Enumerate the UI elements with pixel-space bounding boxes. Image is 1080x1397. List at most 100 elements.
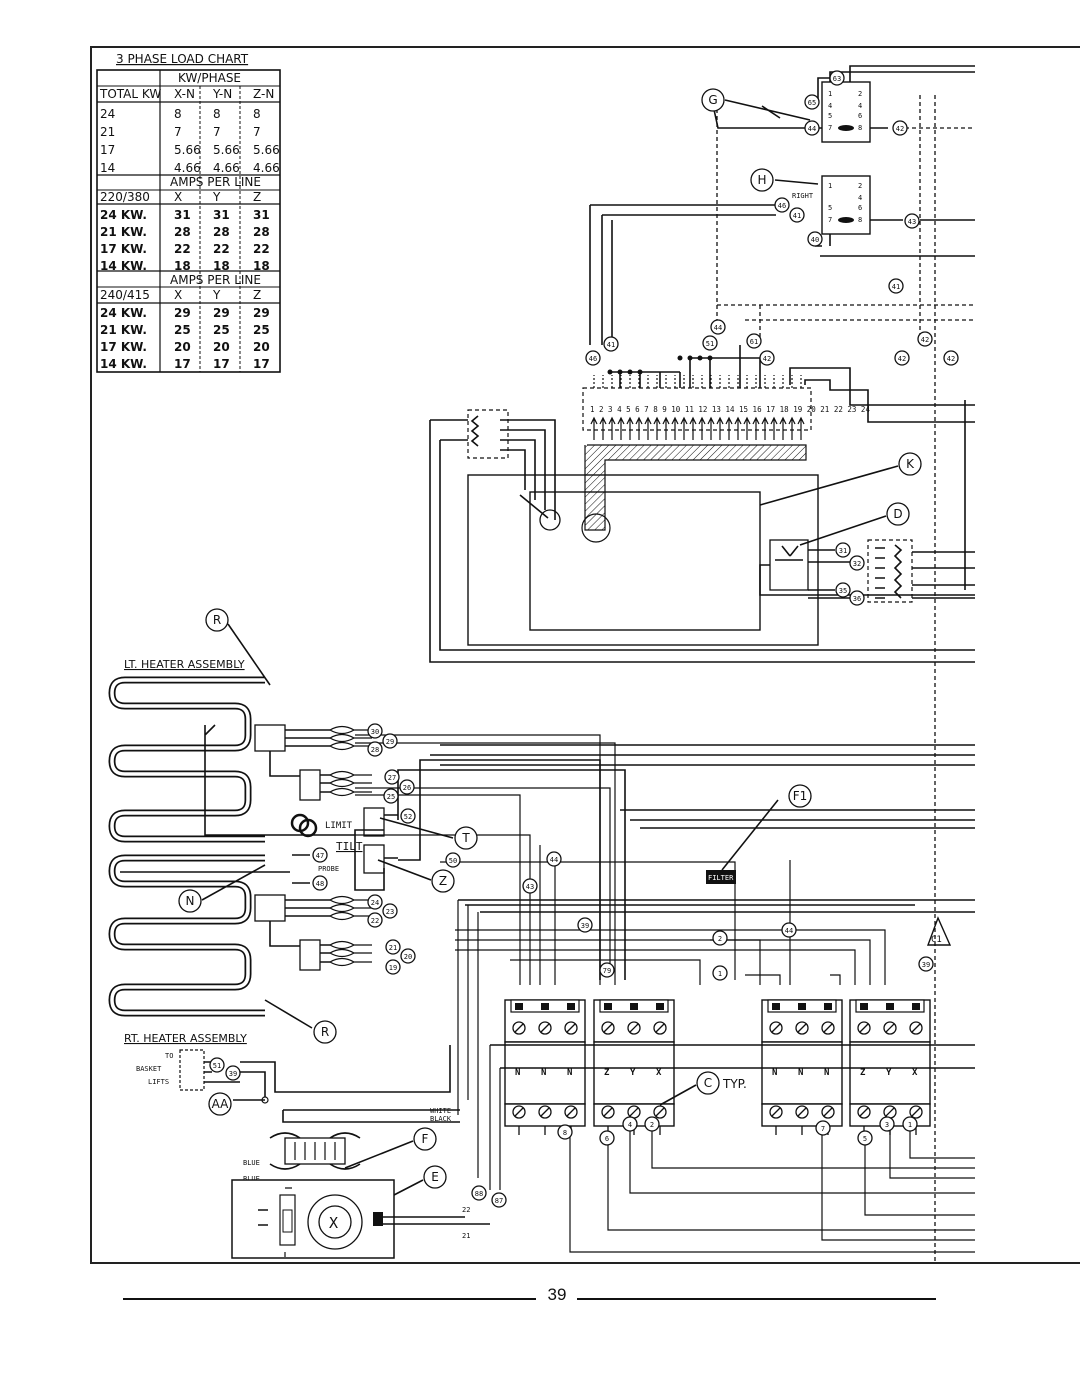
amps-row-1-cell: 31 bbox=[174, 208, 191, 222]
amps-row-1-cell: 28 bbox=[174, 225, 191, 239]
wire-number bbox=[789, 207, 805, 223]
callout-k-text: K bbox=[906, 457, 915, 471]
amps-row-2-cell: 21 KW. bbox=[100, 323, 147, 337]
wire-number bbox=[445, 852, 461, 868]
kw-row-cell: 4.66 bbox=[253, 161, 280, 175]
fuse-link bbox=[329, 940, 372, 950]
wire-number-text: 6 bbox=[605, 1135, 609, 1143]
svg-text:5: 5 bbox=[828, 112, 832, 120]
fuse-link bbox=[329, 911, 372, 921]
amps-row-2-cell: 29 bbox=[253, 306, 270, 320]
filter-label: FILTER bbox=[708, 874, 734, 882]
wire-number-text: 20 bbox=[404, 953, 412, 961]
fuse-link bbox=[329, 787, 372, 797]
screw-slot bbox=[655, 1107, 665, 1117]
callout-f-text: F bbox=[422, 1132, 429, 1146]
wire-number-text: 41 bbox=[607, 341, 615, 349]
callout-k bbox=[898, 452, 922, 476]
voltage-1-header-cell: Z bbox=[253, 190, 261, 204]
wire-number bbox=[522, 878, 538, 894]
tilt-label: TILT bbox=[336, 840, 363, 853]
callout-aa bbox=[208, 1092, 232, 1116]
wire-number-text: 42 bbox=[921, 336, 929, 344]
wire-number-text: 21 bbox=[462, 1232, 470, 1240]
callout-t bbox=[454, 826, 478, 850]
wire-number-text: 79 bbox=[603, 967, 611, 975]
wire-number bbox=[385, 939, 401, 955]
kw-row-cell: 4.66 bbox=[213, 161, 240, 175]
footer-rule-right bbox=[577, 1298, 936, 1300]
wire-number-text: 23 bbox=[386, 908, 394, 916]
footer-rule-left bbox=[123, 1298, 536, 1300]
wire-number-text: 51 bbox=[213, 1062, 221, 1070]
fuse-link bbox=[329, 770, 372, 780]
wire-number bbox=[712, 930, 728, 946]
callout-g-text: G bbox=[708, 93, 717, 107]
callout-f-leader bbox=[344, 1140, 414, 1169]
voltage-2-header-cell: Z bbox=[253, 288, 261, 302]
wire-number bbox=[367, 894, 383, 910]
screw-slot bbox=[859, 1107, 869, 1117]
wire-number-text: 39 bbox=[229, 1070, 237, 1078]
screw-slot bbox=[566, 1107, 576, 1117]
right-label: RIGHT bbox=[792, 192, 814, 200]
wire-number-text: 41 bbox=[892, 283, 900, 291]
aux-contact bbox=[604, 1003, 612, 1010]
amps-header-2: AMPS PER LINE bbox=[170, 273, 261, 287]
strip-pin bbox=[599, 416, 607, 440]
wire-number-text: 39 bbox=[581, 922, 589, 930]
screw-slot bbox=[885, 1107, 895, 1117]
callout-h bbox=[750, 168, 774, 192]
kw-row-cell: 14 bbox=[100, 161, 115, 175]
wire-number bbox=[382, 903, 398, 919]
svg-text:7: 7 bbox=[828, 124, 832, 132]
callout-t-leader bbox=[379, 817, 454, 839]
strip-pin bbox=[770, 416, 778, 440]
amps-row-1-cell: 31 bbox=[253, 208, 270, 222]
svg-text:WHITE: WHITE bbox=[430, 1107, 451, 1115]
wire-number bbox=[759, 350, 775, 366]
kw-row-cell: 17 bbox=[100, 143, 115, 157]
wire-number-text: 87 bbox=[495, 1197, 503, 1205]
callout-n-leader bbox=[201, 864, 266, 901]
rt-heater-assembly: RT. HEATER ASSEMBLY bbox=[108, 854, 290, 1045]
wire-number bbox=[902, 1116, 918, 1132]
aux-contact bbox=[860, 1003, 868, 1010]
wire-number bbox=[585, 350, 601, 366]
strip-pin bbox=[617, 416, 625, 440]
wire-number bbox=[209, 1057, 225, 1073]
wire-number-text: 63 bbox=[833, 75, 841, 83]
contactor-body bbox=[761, 1041, 843, 1105]
screw-slot bbox=[603, 1107, 613, 1117]
wire-number bbox=[367, 741, 383, 757]
aux-contact bbox=[630, 1003, 638, 1010]
kw-row-cell: 8 bbox=[213, 107, 221, 121]
wire-number-text: 44 bbox=[785, 927, 793, 935]
voltage-1-header-cell: 220/380 bbox=[100, 190, 150, 204]
callout-r-top bbox=[205, 608, 229, 632]
amps-row-2-cell: 17 bbox=[213, 357, 230, 371]
wire-number-text: 42 bbox=[896, 125, 904, 133]
callout-t-text: T bbox=[461, 831, 470, 845]
kw-row-cell: 24 bbox=[100, 107, 115, 121]
wire-number-text: 42 bbox=[947, 355, 955, 363]
voltage-2-header-cell: 240/415 bbox=[100, 288, 150, 302]
phase-label: Y bbox=[630, 1068, 636, 1078]
kw-header-cell: TOTAL KW bbox=[99, 87, 161, 101]
amps-row-1-cell: 24 KW. bbox=[100, 208, 147, 222]
wire-number bbox=[603, 336, 619, 352]
screw-slot bbox=[540, 1023, 550, 1033]
svg-text:4: 4 bbox=[828, 102, 832, 110]
wire-number-text: 46 bbox=[589, 355, 597, 363]
wire-number-text: 7 bbox=[821, 1125, 825, 1133]
wire-number bbox=[879, 1116, 895, 1132]
wire-number-text: 43 bbox=[908, 218, 916, 226]
voltage-1-header-cell: X bbox=[174, 190, 182, 204]
wire-number-text: 88 bbox=[475, 1190, 483, 1198]
strip-pin bbox=[626, 416, 634, 440]
svg-text:4: 4 bbox=[858, 194, 862, 202]
aux-contact bbox=[824, 1003, 832, 1010]
aux-contact bbox=[656, 1003, 664, 1010]
wire-number-text: 44 bbox=[550, 856, 558, 864]
wire-number-text: 1 bbox=[718, 970, 722, 978]
